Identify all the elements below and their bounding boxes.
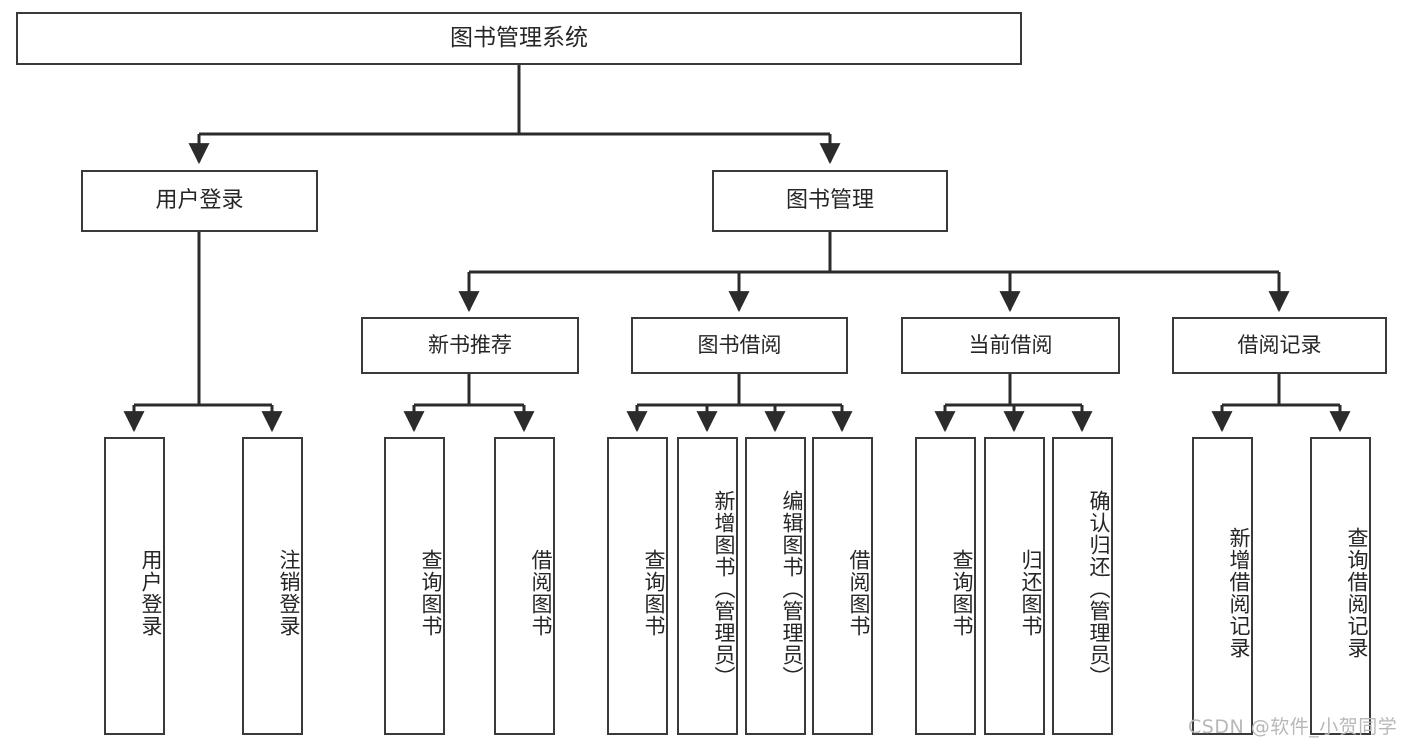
node-leaf-borrow-query-book[interactable]: 查询图书 [607, 437, 668, 735]
node-leaf-record-query-record[interactable]: 查询借阅记录 [1310, 437, 1371, 735]
node-leaf-user-login-login[interactable]: 用户登录 [104, 437, 165, 735]
node-label: 用户登录 [155, 188, 244, 214]
node-leaf-borrow-borrow-book[interactable]: 借阅图书 [812, 437, 873, 735]
node-label: 图书管理系统 [450, 24, 588, 51]
node-label: 借阅图书 [847, 549, 871, 637]
node-leaf-current-return-book[interactable]: 归还图书 [984, 437, 1045, 735]
node-label: 新增借阅记录 [1227, 527, 1251, 659]
node-label: 用户登录 [139, 549, 163, 637]
node-label: 查询图书 [419, 549, 443, 637]
node-borrow-record[interactable]: 借阅记录 [1172, 317, 1387, 374]
node-label: 新书推荐 [428, 333, 512, 358]
node-leaf-current-query-book[interactable]: 查询图书 [915, 437, 976, 735]
node-label: 新增图书（管理员） [712, 490, 736, 688]
node-leaf-user-login-logout[interactable]: 注销登录 [242, 437, 303, 735]
node-root-book-management-system[interactable]: 图书管理系统 [16, 12, 1022, 65]
node-leaf-borrow-add-book-admin[interactable]: 新增图书（管理员） [677, 437, 738, 735]
node-label: 图书借阅 [697, 333, 782, 358]
node-book-management[interactable]: 图书管理 [712, 170, 948, 232]
node-current-borrow[interactable]: 当前借阅 [901, 317, 1120, 374]
node-label: 借阅记录 [1237, 333, 1322, 358]
node-leaf-current-confirm-return-admin[interactable]: 确认归还（管理员） [1052, 437, 1113, 735]
node-label: 查询图书 [642, 549, 666, 637]
node-user-login[interactable]: 用户登录 [81, 170, 318, 232]
watermark: CSDN @软件_小贺同学 [1188, 716, 1398, 738]
node-leaf-borrow-edit-book-admin[interactable]: 编辑图书（管理员） [745, 437, 806, 735]
node-label: 借阅图书 [529, 549, 553, 637]
node-label: 查询图书 [950, 549, 974, 637]
node-label: 当前借阅 [968, 333, 1053, 358]
node-leaf-recommend-query-book[interactable]: 查询图书 [384, 437, 445, 735]
node-label: 注销登录 [277, 549, 301, 637]
node-label: 编辑图书（管理员） [780, 490, 804, 688]
node-book-borrow[interactable]: 图书借阅 [631, 317, 848, 374]
node-label: 确认归还（管理员） [1087, 490, 1111, 688]
node-label: 归还图书 [1019, 549, 1043, 637]
node-leaf-record-add-record[interactable]: 新增借阅记录 [1192, 437, 1253, 735]
node-leaf-recommend-borrow-book[interactable]: 借阅图书 [494, 437, 555, 735]
node-label: 图书管理 [785, 188, 874, 214]
node-label: 查询借阅记录 [1345, 527, 1369, 659]
node-new-book-recommend[interactable]: 新书推荐 [361, 317, 579, 374]
